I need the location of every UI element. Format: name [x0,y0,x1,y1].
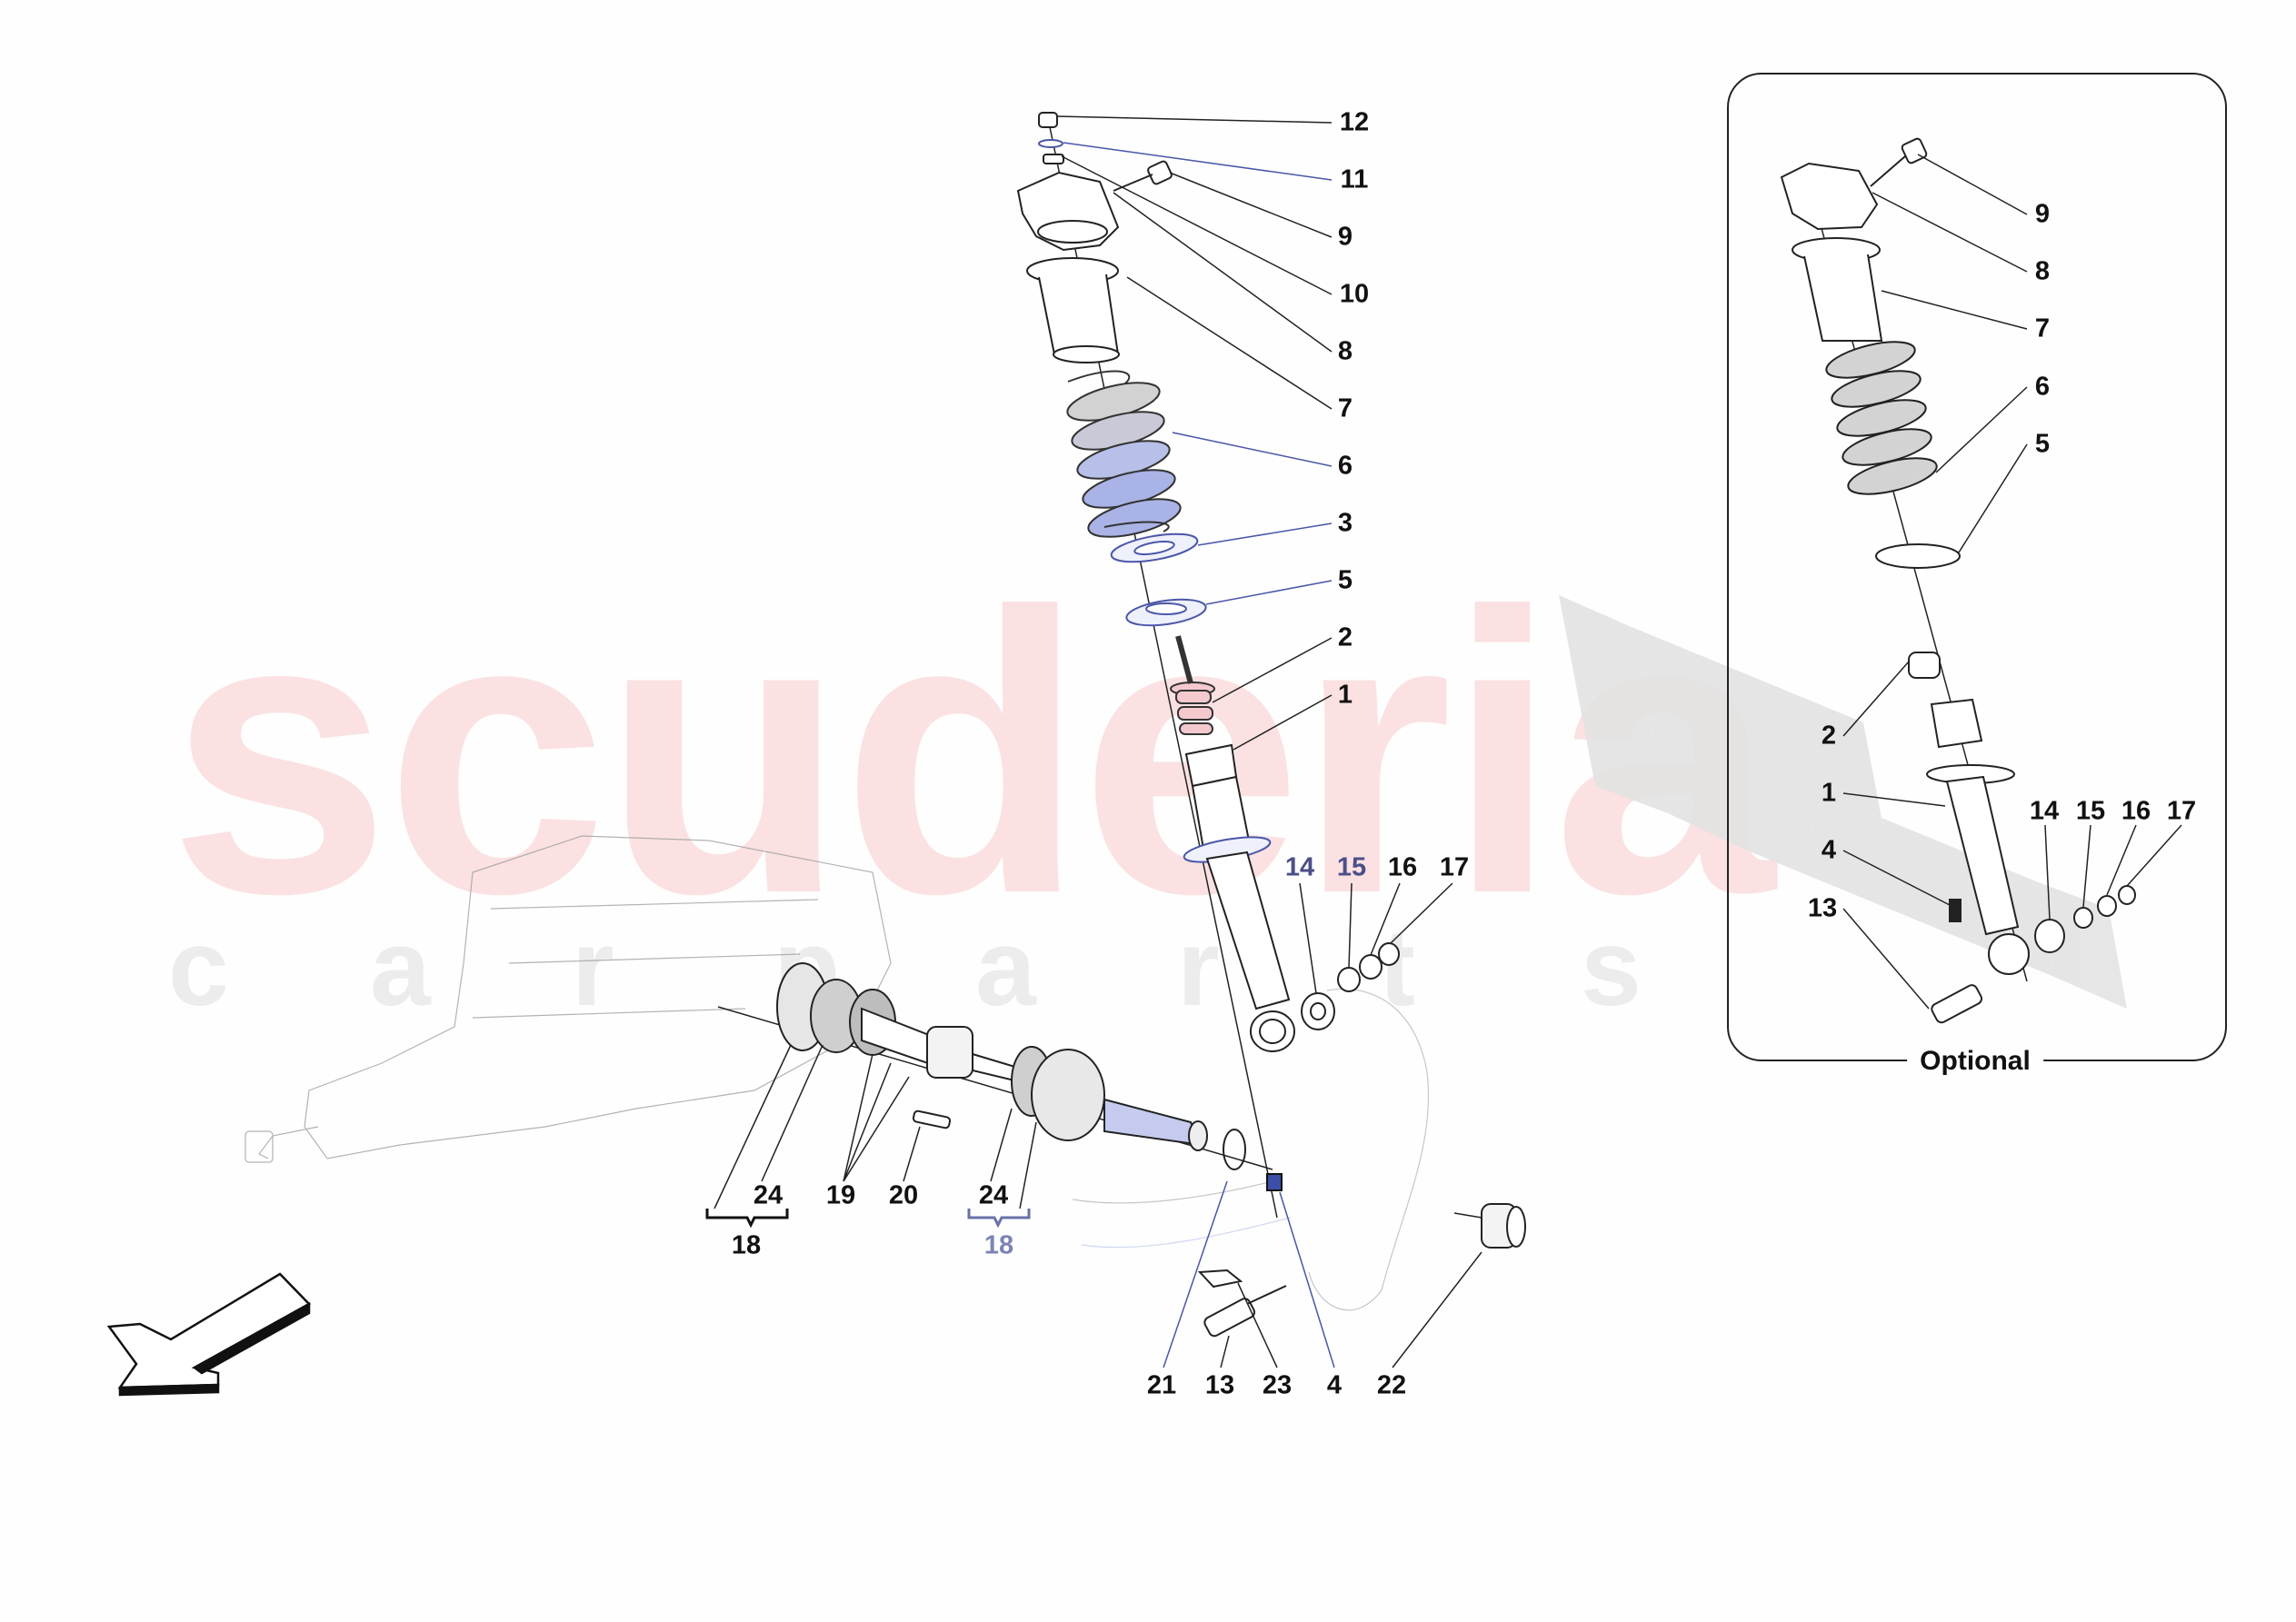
bushing-22 [1481,1203,1526,1249]
callout-part-4[interactable]: 4 [1326,1370,1343,1400]
callout-part-8[interactable]: 8 [1337,336,1353,366]
callout-part-22[interactable]: 22 [1376,1370,1407,1400]
drive-shaft [717,962,1273,1170]
front-direction-arrow [106,1272,312,1397]
callout-part-4[interactable]: 4 [1821,835,1837,865]
nut-12 [1038,112,1058,128]
callout-part-12[interactable]: 12 [1339,107,1370,137]
bolt-20 [912,1110,952,1129]
callout-part-23[interactable]: 23 [1262,1370,1293,1400]
callout-part-5[interactable]: 5 [1337,565,1353,595]
watermark-letter: t [1379,907,1415,1029]
gearbox-outline [245,835,892,1163]
piston-rod [1175,635,1193,684]
optional-panel-title: Optional [1907,1046,2043,1077]
callout-part-1[interactable]: 1 [1821,778,1837,808]
spring-pad [1110,532,1199,563]
bolt-9 [1147,160,1173,185]
watermark-letter: r [1177,907,1220,1029]
callout-part-10[interactable]: 10 [1339,279,1370,309]
bushing-washers [1301,942,1400,1030]
watermark-letter: a [975,907,1036,1029]
callout-part-7[interactable]: 7 [2034,313,2051,343]
leader-lines [714,115,1482,1368]
callout-part-21[interactable]: 21 [1146,1370,1177,1400]
callout-part-2[interactable]: 2 [1337,622,1353,652]
callout-part-24[interactable]: 24 [753,1180,784,1210]
knuckle-outline [1072,989,1430,1311]
coil-spring [1066,370,1182,538]
callout-part-19[interactable]: 19 [825,1180,856,1210]
watermark-letter: c [168,907,229,1029]
bump-stop [1170,682,1215,735]
clip-4 [1266,1173,1283,1191]
callout-part-18[interactable]: 18 [983,1230,1014,1260]
callout-part-24[interactable]: 24 [978,1180,1009,1210]
callout-part-6[interactable]: 6 [2034,372,2051,402]
callout-part-17[interactable]: 17 [1439,852,1470,882]
callout-part-13[interactable]: 13 [1204,1370,1235,1400]
optional-drawing [1780,137,2136,1024]
watermark-brand: scuderia [168,531,1775,977]
callout-part-14[interactable]: 14 [1284,852,1315,882]
group-brackets [705,1209,1031,1229]
callout-part-11[interactable]: 11 [1340,164,1369,194]
shock-absorber-body [1183,743,1295,1052]
callout-part-5[interactable]: 5 [2034,429,2051,459]
optional-leader-lines [1842,154,2182,1010]
callout-part-18[interactable]: 18 [731,1230,762,1260]
callout-part-16[interactable]: 16 [2121,796,2151,826]
callout-part-8[interactable]: 8 [2034,256,2051,286]
washer-23 [1197,1269,1243,1289]
washer-10 [1043,154,1064,164]
callout-part-17[interactable]: 17 [2166,796,2197,826]
watermark-letter: r [572,907,614,1029]
callout-part-2[interactable]: 2 [1821,721,1837,751]
watermark-letter: s [1581,907,1642,1029]
top-mount [1016,112,1173,252]
callout-part-14[interactable]: 14 [2029,796,2060,826]
watermark-letter: a [370,907,431,1029]
callout-part-16[interactable]: 16 [1387,852,1418,882]
optional-panel [1727,73,2227,1061]
callout-part-3[interactable]: 3 [1337,508,1353,538]
callout-part-6[interactable]: 6 [1337,451,1353,481]
callout-part-1[interactable]: 1 [1337,680,1353,710]
callout-part-20[interactable]: 20 [888,1180,919,1210]
callout-part-7[interactable]: 7 [1337,393,1353,423]
washer-11 [1038,139,1063,148]
callout-part-15[interactable]: 15 [1336,852,1367,882]
callout-part-9[interactable]: 9 [2034,199,2051,229]
callout-part-13[interactable]: 13 [1807,893,1838,923]
dust-boot [1026,257,1120,363]
spring-seat [1125,598,1207,627]
callout-part-9[interactable]: 9 [1337,222,1353,252]
callout-part-15[interactable]: 15 [2075,796,2106,826]
bolt-13 [1203,1285,1287,1338]
